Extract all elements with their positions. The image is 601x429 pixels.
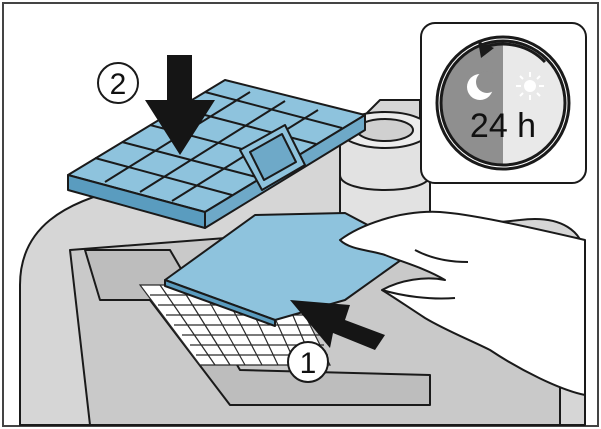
hand xyxy=(339,210,586,396)
arrow-down-icon xyxy=(145,55,215,155)
moon-icon xyxy=(467,71,498,100)
filter-frame xyxy=(67,79,366,229)
arrow-left-icon xyxy=(290,300,385,350)
sun-icon xyxy=(516,72,544,100)
step-2-number: 2 xyxy=(110,68,127,101)
step-1-marker: 1 xyxy=(287,341,329,383)
time-badge: 24 h xyxy=(420,22,587,184)
step-1-number: 1 xyxy=(300,347,317,380)
step-2-marker: 2 xyxy=(97,62,139,104)
badge-label: 24 h xyxy=(470,107,536,145)
